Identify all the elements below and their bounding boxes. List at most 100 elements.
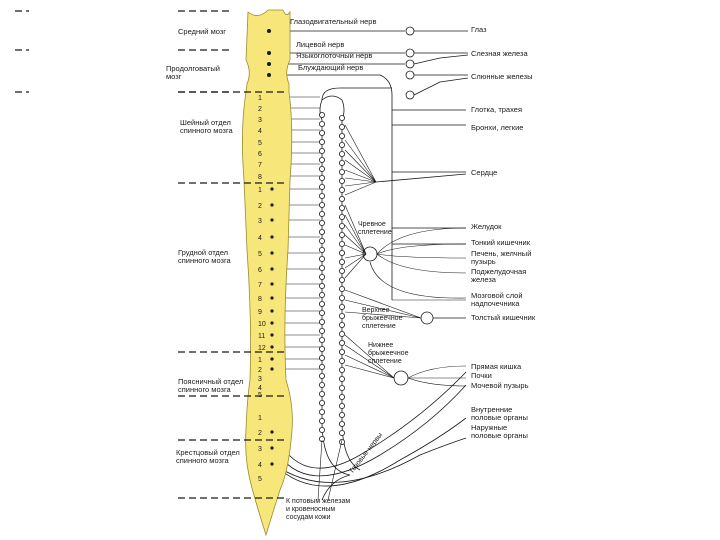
- chain-ganglion: [338, 195, 345, 202]
- inf-mesenteric-ganglion: [393, 370, 409, 386]
- chain-ganglion: [338, 213, 345, 220]
- chain-ganglion: [318, 354, 325, 361]
- chain-ganglion: [318, 372, 325, 379]
- ganglion: [405, 26, 415, 36]
- organ-label-rectum: Прямая кишка: [471, 362, 522, 371]
- segment-label-lumbar: 3: [258, 376, 262, 383]
- region-label-midbrain: Средний мозг: [178, 27, 226, 36]
- root-dot: [270, 251, 274, 255]
- chain-ganglion: [318, 138, 325, 145]
- chain-ganglion: [338, 438, 345, 445]
- spinal-cord: [242, 9, 293, 537]
- nerve-label-oculomotor: Глазодвигательный нерв: [290, 17, 376, 26]
- organ-label-colon: Толстый кишечник: [471, 313, 536, 322]
- ganglion: [405, 90, 415, 100]
- segment-label-thoracic: 11: [258, 333, 265, 340]
- chain-ganglion: [338, 357, 345, 364]
- nerve-label-facial: Лицевой нерв: [296, 40, 344, 49]
- segment-label-sacral: 3: [258, 446, 262, 453]
- segment-label-lumbar: 2: [258, 367, 262, 374]
- chain-ganglion: [338, 411, 345, 418]
- nerve-label-glossopharyngeal: Языкоглоточный нерв: [296, 51, 372, 60]
- chain-ganglion: [338, 330, 345, 337]
- segment-label-sacral: 4: [258, 462, 262, 469]
- chain-ganglion: [338, 375, 345, 382]
- segment-label-thoracic: 8: [258, 296, 262, 303]
- chain-ganglion: [338, 312, 345, 319]
- sup-mesenteric-ganglion: [420, 311, 434, 325]
- chain-ganglion: [318, 165, 325, 172]
- chain-ganglion: [338, 393, 345, 400]
- chain-ganglion: [318, 201, 325, 208]
- pelvic-nerves-label: Тазовые нервы: [348, 432, 384, 476]
- organ-label-salivary: Слюнные железы: [471, 72, 533, 81]
- chain-ganglion: [318, 309, 325, 316]
- root-dot: [270, 321, 274, 325]
- nucleus-dot: [267, 73, 271, 77]
- spinal-cord-body: [242, 9, 293, 537]
- segment-label-thoracic: 5: [258, 251, 262, 258]
- chain-ganglion: [338, 348, 345, 355]
- segment-label-thoracic: 12: [258, 345, 266, 352]
- chain-ganglion: [318, 129, 325, 136]
- chain-ganglion: [338, 402, 345, 409]
- chain-ganglion: [318, 318, 325, 325]
- organ-label-bronchi: Бронхи, легкие: [471, 123, 523, 132]
- chain-ganglion: [318, 219, 325, 226]
- segment-label-thoracic: 4: [258, 235, 262, 242]
- chain-ganglion: [318, 237, 325, 244]
- root-dot: [270, 296, 274, 300]
- segment-label-cervical: 6: [258, 151, 262, 158]
- organ-label-lacrimal: Слезная железа: [471, 49, 528, 58]
- chain-ganglion: [338, 124, 345, 131]
- chain-ganglion: [338, 177, 345, 184]
- organ-label-eye: Глаз: [471, 25, 487, 34]
- root-dot: [270, 282, 274, 286]
- segment-label-lumbar: 4: [258, 385, 262, 392]
- organ-label-kidneys: Почки: [471, 371, 492, 380]
- chain-ganglion: [318, 264, 325, 271]
- chain-ganglion: [338, 204, 345, 211]
- root-dot: [270, 462, 274, 466]
- chain-ganglion: [338, 240, 345, 247]
- chain-ganglion: [338, 258, 345, 265]
- root-dot: [270, 430, 274, 434]
- organ-label-heart: Сердце: [471, 168, 497, 177]
- root-dot: [270, 267, 274, 271]
- chain-ganglion: [338, 168, 345, 175]
- connection-lines: [269, 26, 469, 501]
- chain-ganglion: [318, 246, 325, 253]
- chain-ganglion: [338, 159, 345, 166]
- root-dot: [270, 187, 274, 191]
- chain-ganglion: [338, 366, 345, 373]
- segment-label-thoracic: 10: [258, 321, 266, 328]
- ganglion: [405, 70, 415, 80]
- chain-ganglion: [338, 231, 345, 238]
- chain-ganglion: [338, 267, 345, 274]
- root-dot: [270, 218, 274, 222]
- root-dot: [270, 446, 274, 450]
- chain-ganglion: [318, 228, 325, 235]
- chain-ganglion: [318, 121, 325, 128]
- segment-label-cervical: 5: [258, 140, 262, 147]
- segment-label-cervical: 3: [258, 117, 262, 124]
- segment-label-lumbar: 1: [258, 357, 262, 364]
- chain-ganglion: [318, 381, 325, 388]
- segment-label-sacral: 5: [258, 476, 262, 483]
- chain-ganglion: [338, 294, 345, 301]
- chain-ganglion: [318, 192, 325, 199]
- segment-label-thoracic: 3: [258, 218, 262, 225]
- nerve-label-vagus: Блуждающий нерв: [298, 63, 363, 72]
- region-dividers: [15, 10, 288, 499]
